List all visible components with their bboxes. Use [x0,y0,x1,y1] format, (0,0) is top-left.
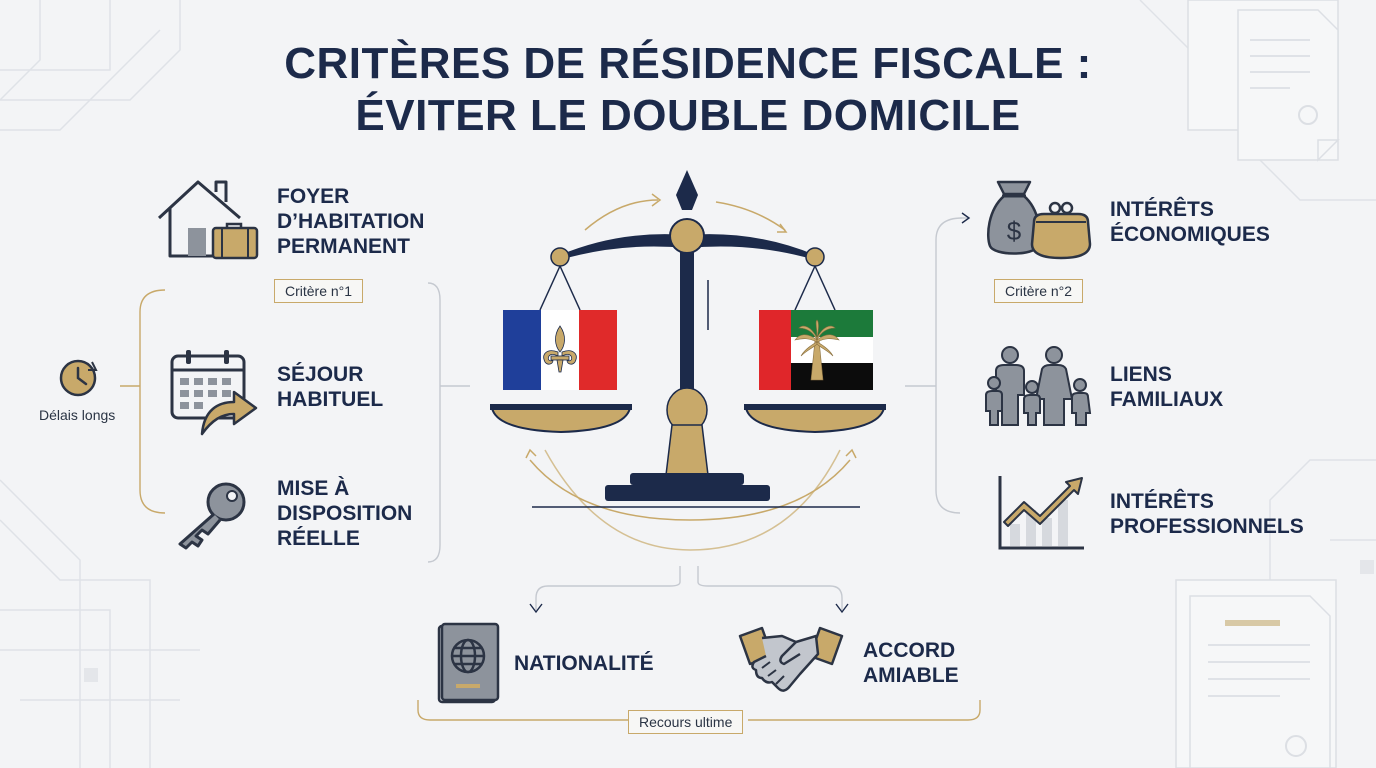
sejour-line-1: SÉJOUR [277,363,364,386]
passport-icon [437,622,500,704]
dollar-sign: $ [1007,216,1022,246]
france-flag-icon [503,310,617,390]
criterion-professionnels-label: INTÉRÊTS PROFESSIONNELS [1110,489,1304,539]
uae-flag-icon [759,310,873,390]
criterion-economiques-label: INTÉRÊTS ÉCONOMIQUES [1110,197,1270,247]
scale-of-justice-icon [490,170,886,551]
delais-longs-label: Délais longs [39,407,116,423]
mise-line-3: RÉELLE [277,527,360,550]
accord-line-1: ACCORD [863,639,956,662]
criterion-1-tag: Critère n°1 [274,279,364,303]
money-bag-icon: $ [987,180,1041,255]
mise-line-2: DISPOSITION [277,502,413,525]
professionnels-line-1: INTÉRÊTS [1110,490,1214,513]
coin-purse-icon [1030,201,1092,260]
foyer-line-3: PERMANENT [277,235,411,258]
foyer-line-2: D’HABITATION [277,210,425,233]
mise-line-1: MISE À [277,477,350,500]
nationalite-label: NATIONALITÉ [514,652,654,675]
sejour-line-2: HABITUEL [277,388,384,411]
familiaux-line-2: FAMILIAUX [1110,388,1224,411]
criterion-2-tag: Critère n°2 [994,279,1084,303]
title-line-2: ÉVITER LE DOUBLE DOMICILE [355,91,1021,140]
growth-chart-icon [998,476,1084,550]
accord-line-2: AMIABLE [863,664,959,687]
accord-amiable-label: ACCORD AMIABLE [863,638,959,688]
key-icon [178,482,246,550]
calendar-icon [170,350,258,436]
clock-icon [59,359,98,397]
familiaux-line-1: LIENS [1110,363,1172,386]
title-line-1: CRITÈRES DE RÉSIDENCE FISCALE : [284,39,1092,88]
economiques-line-1: INTÉRÊTS [1110,198,1214,221]
criterion-sejour-label: SÉJOUR HABITUEL [277,362,383,412]
family-icon [985,346,1092,426]
criterion-mise-label: MISE À DISPOSITION RÉELLE [277,476,412,551]
suitcase-icon [211,222,259,260]
economiques-line-2: ÉCONOMIQUES [1110,223,1270,246]
recours-ultime-tag: Recours ultime [628,710,744,734]
criterion-familiaux-label: LIENS FAMILIAUX [1110,362,1223,412]
page-title: CRITÈRES DE RÉSIDENCE FISCALE : ÉVITER L… [0,38,1376,142]
house-icon [157,180,241,258]
foyer-line-1: FOYER [277,185,350,208]
professionnels-line-2: PROFESSIONNELS [1110,515,1304,538]
handshake-icon [738,626,844,692]
criterion-foyer-label: FOYER D’HABITATION PERMANENT [277,184,424,259]
